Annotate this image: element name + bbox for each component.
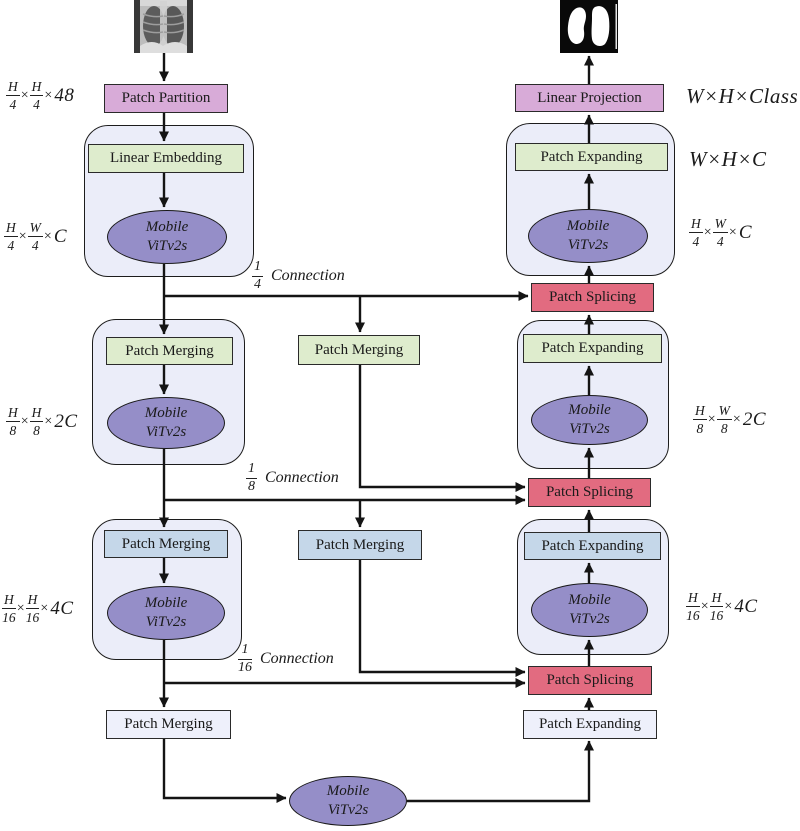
linear-projection-box: Linear Projection [515, 84, 664, 112]
input-chest-xray-image [134, 0, 193, 53]
decoder1-mobilevit-ellipse: Mobile ViTv2s [528, 209, 648, 263]
mobilevit-label: Mobile [144, 594, 188, 611]
decoder2-mobilevit-ellipse: Mobile ViTv2s [531, 395, 648, 445]
mobilevit-label: Mobile [144, 404, 188, 421]
output-lung-mask-image [560, 0, 618, 53]
encoder2-mobilevit-ellipse: Mobile ViTv2s [107, 397, 225, 449]
mobilevit-label: Mobile [566, 217, 610, 234]
mobilevit-label: Mobile [568, 401, 611, 418]
decoder3-mobilevit-ellipse: Mobile ViTv2s [531, 583, 648, 637]
mobilevit-label: ViTv2s [567, 237, 609, 253]
skip2-patch-merging-box: Patch Merging [298, 530, 422, 560]
patch-splicing-3-box: Patch Splicing [528, 666, 652, 695]
decoder3-patch-expanding-box: Patch Expanding [524, 532, 661, 560]
bottleneck-mobilevit-ellipse: Mobile ViTv2s [289, 776, 407, 826]
patch-partition-box: Patch Partition [104, 84, 228, 113]
patch-splicing-2-box: Patch Splicing [528, 478, 651, 507]
patch-splicing-1-box: Patch Splicing [531, 283, 654, 312]
encoder3-patch-merging-box: Patch Merging [104, 530, 228, 558]
decoder1-patch-expanding-box: Patch Expanding [515, 143, 668, 171]
bottleneck-patch-merging-box: Patch Merging [106, 710, 231, 739]
mobilevit-label: ViTv2s [327, 802, 369, 818]
mobilevit-label: ViTv2s [146, 238, 188, 254]
mobilevit-label: ViTv2s [569, 611, 610, 627]
mobilevit-label: ViTv2s [145, 614, 187, 630]
decoder2-patch-expanding-box: Patch Expanding [523, 334, 662, 363]
dim-label-decoder1-out: W×H×C [689, 147, 767, 171]
mobilevit-label: Mobile [145, 218, 189, 235]
encoder1-mobilevit-ellipse: Mobile ViTv2s [107, 210, 227, 264]
mobilevit-label: Mobile [568, 591, 611, 608]
encoder2-patch-merging-box: Patch Merging [106, 337, 233, 365]
linear-embedding-box: Linear Embedding [88, 144, 244, 173]
bottleneck-patch-expanding-box: Patch Expanding [523, 710, 657, 739]
skip1-patch-merging-box: Patch Merging [298, 335, 420, 365]
dim-label-output: W×H×Class [686, 84, 799, 108]
mobilevit-label: ViTv2s [145, 424, 187, 440]
mobilevit-label: Mobile [326, 782, 370, 799]
mobilevit-label: ViTv2s [569, 421, 610, 437]
encoder3-mobilevit-ellipse: Mobile ViTv2s [107, 586, 225, 640]
